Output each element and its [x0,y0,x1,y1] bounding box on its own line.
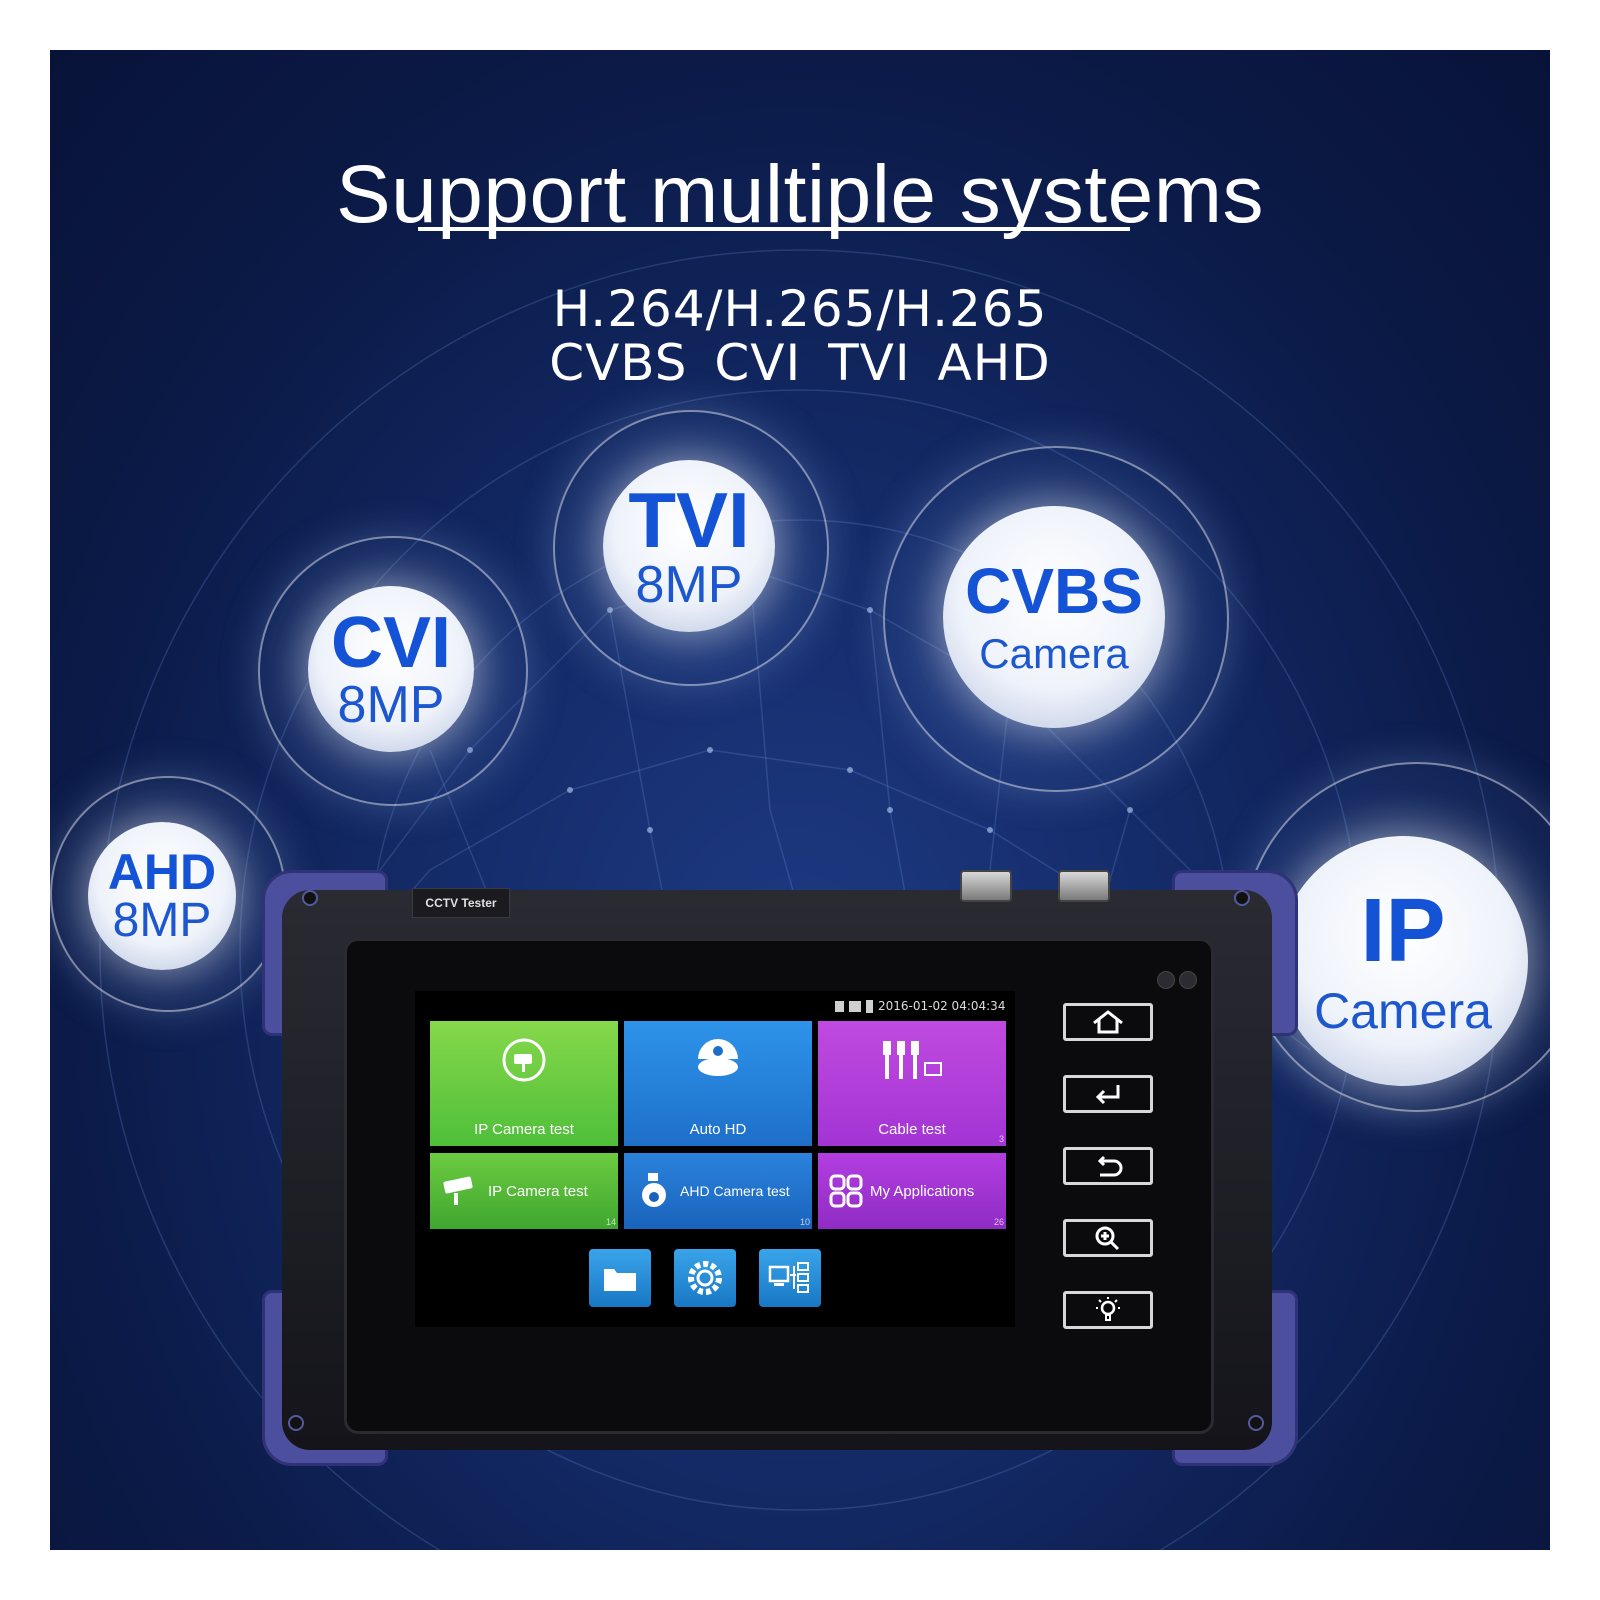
cctv-tester-device: CCTV Tester 2016-01-02 04:04:34 [262,850,1298,1470]
ip-badge-title: IP [1360,881,1446,981]
tile-ip-camera-test-small[interactable]: IP Camera test 14 [430,1153,618,1229]
tile-auto-hd[interactable]: Auto HD [624,1021,812,1146]
back-button[interactable] [1063,1147,1153,1185]
battery-icon [866,999,873,1013]
network-icon [849,1000,861,1012]
codec-list: H.264/H.265/H.265 [552,280,1048,338]
ahd-badge: AHD 8MP [88,822,236,970]
tile-count: 3 [998,1134,1004,1144]
cvbs-badge-title: CVBS [965,555,1143,627]
light-sensor [1179,971,1197,989]
home-button[interactable] [1063,1003,1153,1041]
tvi-badge: TVI 8MP [603,460,775,632]
screen-bezel: 2016-01-02 04:04:34 IP Camera test [344,938,1214,1434]
touch-screen: 2016-01-02 04:04:34 IP Camera test [415,991,1015,1327]
headline: Support multiple systems [335,149,1264,240]
tile-label: IP Camera test [488,1182,588,1200]
tvi-badge-subtitle: 8MP [635,556,743,614]
cvbs-badge: CVBS Camera [943,506,1165,728]
camera-ring-icon [502,1038,546,1082]
screw [1234,890,1250,906]
home-icon [1093,1010,1123,1034]
cvi-badge-title: CVI [330,603,452,683]
ptz-camera-icon [642,1173,666,1207]
folder-icon [604,1269,636,1291]
screw [302,890,318,906]
light-icon [1096,1297,1120,1321]
signal-list: CVBS CVI TVI AHD [549,334,1051,392]
network-tools-app[interactable] [759,1249,821,1307]
light-sensor [1157,971,1175,989]
files-app[interactable] [589,1249,651,1307]
tile-label: IP Camera test [474,1121,574,1138]
tile-label: Auto HD [689,1121,747,1138]
ahd-badge-subtitle: 8MP [112,894,212,947]
headline-underline [418,227,1130,231]
tile-cable-test[interactable]: Cable test 3 [818,1021,1006,1146]
settings-app[interactable] [674,1249,736,1307]
bnc-connector [1058,870,1110,902]
tile-count: 10 [799,1217,810,1227]
ip-badge-subtitle: Camera [1314,983,1492,1039]
cvi-badge: CVI 8MP [308,586,474,752]
cable-connectors-icon [883,1041,942,1079]
status-datetime: 2016-01-02 04:04:34 [878,999,1006,1013]
screw [288,1415,304,1431]
tile-count: 26 [993,1217,1004,1227]
device-model-label: CCTV Tester [412,888,510,918]
enter-button[interactable] [1063,1075,1153,1113]
tile-label: AHD Camera test [680,1183,790,1199]
enter-icon [1095,1085,1120,1105]
screw [1248,1415,1264,1431]
ip-badge: IP Camera [1278,836,1528,1086]
tile-ahd-camera-test[interactable]: AHD Camera test 10 [624,1153,812,1229]
status-bar: 2016-01-02 04:04:34 [835,997,1015,1015]
tile-my-applications[interactable]: My Applications 26 [818,1153,1006,1229]
bnc-connector [960,870,1012,902]
sd-card-icon [835,1000,844,1012]
tile-label: My Applications [870,1182,975,1200]
tvi-badge-title: TVI [628,476,750,564]
bullet-camera-icon [443,1176,473,1205]
dome-camera-icon [698,1039,738,1076]
cvi-badge-subtitle: 8MP [337,676,445,734]
ahd-badge-title: AHD [107,844,217,900]
tile-label: Cable test [878,1121,946,1138]
apps-grid-icon [829,1174,863,1208]
light-button[interactable] [1063,1291,1153,1329]
zoom-icon [1095,1226,1120,1251]
tile-ip-camera-test[interactable]: IP Camera test [430,1021,618,1146]
gear-icon [688,1261,722,1295]
cvbs-badge-subtitle: Camera [979,630,1129,677]
network-topology-icon [768,1262,809,1293]
zoom-button[interactable] [1063,1219,1153,1257]
back-icon [1097,1155,1123,1177]
poster-background: Support multiple systems H.264/H.265/H.2… [50,50,1550,1550]
tile-count: 14 [605,1217,616,1227]
